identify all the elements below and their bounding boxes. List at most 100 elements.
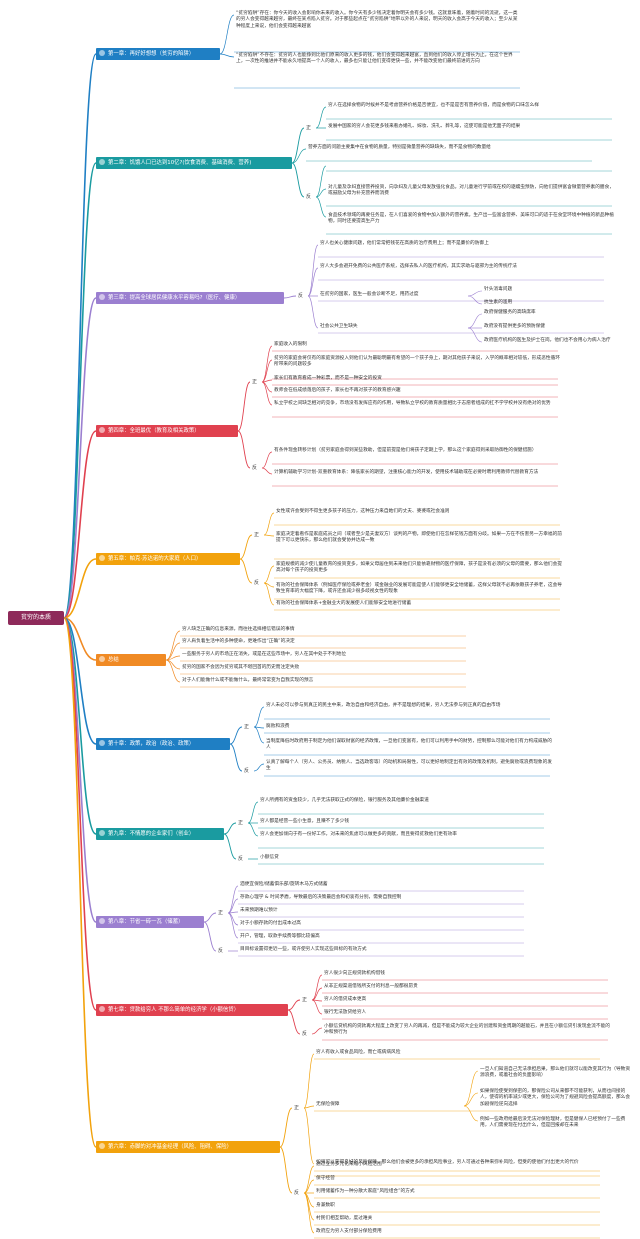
chapter-label: 第八章：节省一砖一瓦（储蓄） xyxy=(108,919,184,925)
group-tag: 反 xyxy=(218,948,224,954)
chapter-node[interactable]: 总结 xyxy=(96,654,166,666)
leaf-text: 如果可以获得良好的风险保障，那么他们会被更多的承担风险事业，穷人可通过各种来弥补… xyxy=(316,1160,579,1165)
leaf-text: 有条件现金转移计划（贫穷家庭会得到某些救助，但是前提是他们将孩子定期上学，那么这… xyxy=(274,448,537,453)
connector xyxy=(63,430,97,619)
leaf-text: 在贫穷的国家，医生一般会诊断不足，用药过度 xyxy=(320,292,419,297)
connector xyxy=(229,726,243,745)
chapter-node[interactable]: 第十章：政策，政治（政治、政策） xyxy=(96,738,230,750)
leaf-text: 利用储蓄作为一种分散大家庭“风险组合”的方式 xyxy=(316,1189,415,1194)
connector xyxy=(239,534,253,560)
chapter-icon xyxy=(99,159,105,165)
chapter-label: 第六章：赤脚的对冲基金经理（风险、阻碍、保险） xyxy=(108,1144,232,1150)
connector xyxy=(303,1179,315,1194)
connector xyxy=(223,822,237,835)
connector xyxy=(263,512,275,536)
connector xyxy=(467,295,483,305)
leaf-text: 女性或许会受到不得生更多孩子的压力，这种压力来自她们的丈夫、婆婆或社会准则 xyxy=(276,509,450,514)
connector xyxy=(261,381,273,406)
leaf-text: 小额信贷机构的贷款再大程度上改变了穷人的再减，但是不能成为较大企业的创建和资金周… xyxy=(324,1024,610,1036)
sub-leaf-text: 例如一些政府给最后没无法对保险理财，但是健保人已经预付了一些费用，人们需要现在付… xyxy=(480,1117,626,1129)
leaf-text: 穷人所拥有的资金较少，几乎无法获取正式的保险，银行服务及其他廉价金融渠道 xyxy=(260,798,429,803)
leaf-text: 贫穷的家庭会将仅有的家庭资源投入到他们认为最聪明最有希望的一个孩子身上，期对其他… xyxy=(274,356,560,368)
leaf-text: 目目标设置得更近一些，或许使穷人实现这些目标的有效方式 xyxy=(240,947,367,952)
group-tag: 反 xyxy=(294,1190,300,1196)
connector xyxy=(307,295,319,329)
connector xyxy=(279,1146,293,1194)
leaf-text: 对于小额存款的付出成本过高 xyxy=(240,921,301,926)
connector xyxy=(227,885,239,914)
chapter-node[interactable]: 第五章：帕克·苏达诺的大家庭（人口） xyxy=(96,553,240,565)
connector xyxy=(287,1009,301,1035)
leaf-text: 有效的社会保障体系+金融业大的发展使人们能够安全地进行储蓄 xyxy=(276,601,412,606)
root-node[interactable]: 贫穷的本质 xyxy=(8,611,64,625)
connector xyxy=(227,898,239,914)
chapter-icon xyxy=(99,555,105,561)
connector xyxy=(467,290,483,297)
chapter-node[interactable]: 第二章：饥饿人口已达到10亿?(饮食消费、基础消费、营养) xyxy=(96,157,292,169)
group-tag: 正 xyxy=(218,910,224,916)
leaf-text: 对于人们能做什么或不能做什么，最终常常变为自我实现的预言 xyxy=(182,678,314,683)
connector xyxy=(203,921,217,952)
connector xyxy=(279,1107,293,1148)
leaf-text: 穷人在选择食物的时候并不是考虑营养价格是否便宜，也不是是否有营养价值，而是食物的… xyxy=(328,103,539,108)
connector xyxy=(303,1053,315,1109)
group-tag: 正 xyxy=(302,997,308,1003)
connector xyxy=(311,987,323,1001)
sub-leaf-text: 抗生素的滥用 xyxy=(484,300,513,305)
leaf-text: 计算机辅助学习计划-双重教育体系：降低家长的期望，注重核心能力的开发，使用技术辅… xyxy=(274,470,539,475)
leaf-text: 银行无法放贷给穷人 xyxy=(324,1010,367,1015)
chapter-icon xyxy=(99,427,105,433)
group-tag: 反 xyxy=(302,1031,308,1037)
leaf-text: 有效的社会保障体系（例如医疗保险或养老金）或金融业的发展可能是使人们能够更安全地… xyxy=(276,583,562,595)
connector xyxy=(261,345,273,383)
connector xyxy=(261,451,273,469)
group-tag: 正 xyxy=(294,1105,300,1111)
chapter-node[interactable]: 第六章：赤脚的对冲基金经理（风险、阻碍、保险） xyxy=(96,1141,280,1153)
chapter-icon xyxy=(99,294,105,300)
leaf-text: 无保险保障 xyxy=(316,1102,340,1107)
group-tag: 反 xyxy=(252,465,258,471)
chapter-node[interactable]: 第三章：提高全球居民健康水平容易吗?（医疗、健康） xyxy=(96,292,284,304)
connector xyxy=(303,1107,315,1165)
leaf-text: 对儿童及孕妇直接营养投资，向孕妇及儿童父母发放强化食品。对儿童进行学前或在校的驱… xyxy=(328,185,614,197)
leaf-text: 身兼数职 xyxy=(316,1203,335,1208)
leaf-text: 穷人很少向正规贷款机构借钱 xyxy=(324,971,385,976)
chapter-node[interactable]: 第七章：贷款给穷人 不那么简单的经济学（小额信贷） xyxy=(96,1004,288,1016)
leaf-text: 穷人未必可以参与到真正的民主中来，政治自由和经济自由，并不是理想的结果，穷人无法… xyxy=(266,703,501,708)
connector xyxy=(229,743,243,772)
leaf-text: 穷人会更加倾向于有一份好工作，对未来的焦虑可以做更多的贡献，而且要得贫救他们更有… xyxy=(260,832,457,837)
connector xyxy=(219,14,235,55)
leaf-text: 政府应为穷人支付部分保险费用 xyxy=(316,1229,382,1234)
leaf-text: 保守经营 xyxy=(316,1176,335,1181)
chapter-label: 第三章：提高全球居民健康水平容易吗?（医疗、健康） xyxy=(108,295,241,301)
connector xyxy=(247,822,259,837)
connector xyxy=(253,706,265,728)
connector xyxy=(63,617,97,661)
connector xyxy=(311,974,323,1001)
chapter-node[interactable]: 第九章：不情愿的企业家们（创业） xyxy=(96,828,224,840)
chapter-node[interactable]: 第一章：再好好想想（贫穷的陷阱） xyxy=(96,48,220,60)
group-tag: 反 xyxy=(244,768,250,774)
connector xyxy=(63,162,97,619)
connector xyxy=(63,617,97,1148)
connector xyxy=(227,912,239,926)
leaf-text: 从非正规渠道借钱所支付的利息一般都很昂贵 xyxy=(324,984,418,989)
connector xyxy=(467,313,483,329)
connector xyxy=(253,763,265,772)
chapter-icon xyxy=(99,918,105,924)
connector xyxy=(303,1165,315,1194)
connector xyxy=(303,1105,315,1109)
chapter-node[interactable]: 第八章：节省一砖一瓦（储蓄） xyxy=(96,916,204,928)
connector xyxy=(315,188,327,198)
leaf-text: 未来预期难以预计 xyxy=(240,908,278,913)
chapter-icon xyxy=(99,740,105,746)
connector xyxy=(165,630,181,661)
connector xyxy=(261,467,273,475)
group-tag: 正 xyxy=(254,532,260,538)
chapter-node[interactable]: 第四章：全班最优（教育及相关政策） xyxy=(96,425,238,437)
leaf-text: 通过业务多元化来缩小风险范围 xyxy=(316,1162,382,1167)
leaf-text: 教师会在低成绩落后的孩子，家长也不再对孩子的教育感兴趣 xyxy=(274,388,401,393)
connector xyxy=(227,912,239,939)
